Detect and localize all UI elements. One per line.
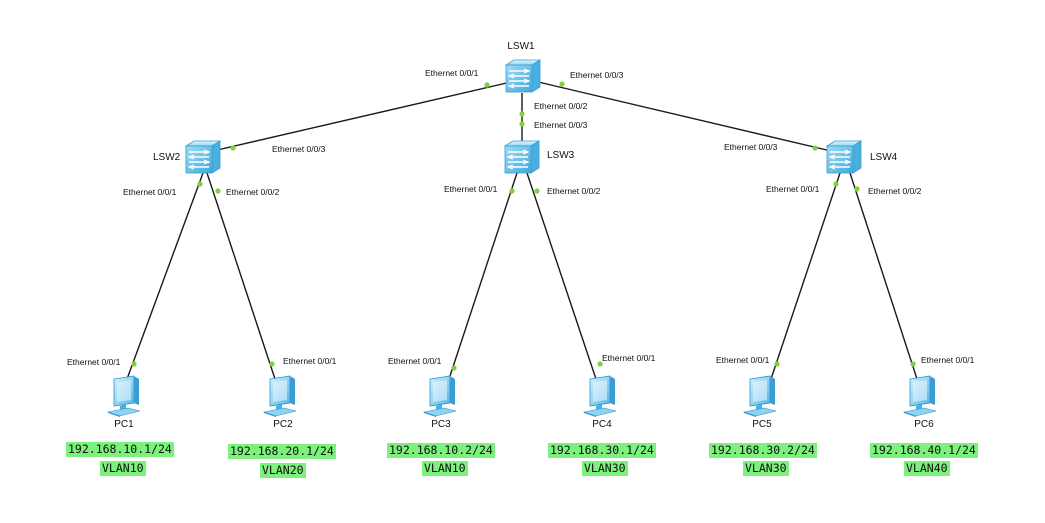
port-dot	[534, 188, 540, 194]
port-label-a-lsw2-pc2: Ethernet 0/0/2	[226, 187, 280, 197]
port-label-a-lsw4-pc6: Ethernet 0/0/2	[868, 186, 922, 196]
switch-icon-lsw1[interactable]	[505, 59, 541, 93]
switch-label-lsw2: LSW2	[153, 152, 181, 163]
ip-address-label-pc3: 192.168.10.2/24	[387, 443, 495, 458]
pc-icon-pc5[interactable]	[743, 375, 777, 417]
port-label-b-lsw1-lsw2: Ethernet 0/0/3	[272, 144, 326, 154]
switch-icon-lsw4[interactable]	[826, 140, 862, 174]
port-dot	[519, 121, 525, 127]
port-label-b-lsw1-lsw3: Ethernet 0/0/3	[534, 120, 588, 130]
port-label-a-lsw3-pc3: Ethernet 0/0/1	[444, 184, 498, 194]
pc-label-pc3: PC3	[431, 419, 451, 430]
pc-icon-pc4[interactable]	[583, 375, 617, 417]
port-dot	[833, 181, 839, 187]
port-label-b-lsw1-lsw4: Ethernet 0/0/3	[724, 142, 778, 152]
port-dot	[197, 181, 203, 187]
vlan-label-pc2: VLAN20	[260, 463, 306, 478]
pc-label-pc5: PC5	[752, 419, 772, 430]
link-lsw2-pc1[interactable]	[126, 172, 204, 380]
port-label-b-lsw3-pc4: Ethernet 0/0/1	[602, 353, 656, 363]
pc-label-pc1: PC1	[114, 419, 134, 430]
link-lsw1-lsw2[interactable]	[212, 81, 512, 152]
port-dot	[509, 188, 515, 194]
switch-icon-lsw3[interactable]	[504, 140, 540, 174]
port-dot	[215, 188, 221, 194]
link-lsw3-pc3[interactable]	[448, 172, 518, 380]
port-dot	[519, 111, 525, 117]
port-label-a-lsw4-pc5: Ethernet 0/0/1	[766, 184, 820, 194]
port-dot	[597, 361, 603, 367]
switch-label-lsw3: LSW3	[547, 150, 575, 161]
port-dot	[910, 361, 916, 367]
port-dot	[131, 361, 137, 367]
pc-icon-pc2[interactable]	[263, 375, 297, 417]
port-dot	[451, 365, 457, 371]
switch-icon-lsw2[interactable]	[185, 140, 221, 174]
link-lsw4-pc6[interactable]	[849, 172, 918, 380]
port-dot	[269, 361, 275, 367]
link-lsw2-pc2[interactable]	[206, 172, 276, 380]
pc-label-pc2: PC2	[273, 419, 293, 430]
ip-address-label-pc5: 192.168.30.2/24	[709, 443, 817, 458]
pc-icon-pc1[interactable]	[107, 375, 141, 417]
port-label-b-lsw4-pc6: Ethernet 0/0/1	[921, 355, 975, 365]
switch-label-lsw4: LSW4	[870, 152, 898, 163]
port-dot	[854, 186, 860, 192]
vlan-label-pc6: VLAN40	[904, 461, 950, 476]
port-label-a-lsw1-lsw2: Ethernet 0/0/1	[425, 68, 479, 78]
pc-icon-pc6[interactable]	[903, 375, 937, 417]
ip-address-label-pc2: 192.168.20.1/24	[228, 444, 336, 459]
ip-address-label-pc4: 192.168.30.1/24	[548, 443, 656, 458]
port-label-a-lsw3-pc4: Ethernet 0/0/2	[547, 186, 601, 196]
ip-address-label-pc6: 192.168.40.1/24	[870, 443, 978, 458]
port-label-b-lsw2-pc2: Ethernet 0/0/1	[283, 356, 337, 366]
port-dot	[230, 145, 236, 151]
switch-label-lsw1: LSW1	[507, 41, 535, 52]
port-dot	[774, 361, 780, 367]
port-label-a-lsw1-lsw4: Ethernet 0/0/3	[570, 70, 624, 80]
vlan-label-pc4: VLAN30	[582, 461, 628, 476]
link-lsw3-pc4[interactable]	[526, 172, 597, 380]
vlan-label-pc1: VLAN10	[100, 461, 146, 476]
vlan-label-pc5: VLAN30	[743, 461, 789, 476]
port-label-b-lsw3-pc3: Ethernet 0/0/1	[388, 356, 442, 366]
port-dot	[484, 82, 490, 88]
port-label-a-lsw1-lsw3: Ethernet 0/0/2	[534, 101, 588, 111]
link-lsw1-lsw4[interactable]	[533, 80, 832, 152]
port-label-b-lsw2-pc1: Ethernet 0/0/1	[67, 357, 121, 367]
port-dot	[812, 145, 818, 151]
ip-address-label-pc1: 192.168.10.1/24	[66, 442, 174, 457]
vlan-label-pc3: VLAN10	[422, 461, 468, 476]
pc-icon-pc3[interactable]	[423, 375, 457, 417]
pc-label-pc4: PC4	[592, 419, 612, 430]
port-label-a-lsw2-pc1: Ethernet 0/0/1	[123, 187, 177, 197]
port-dot	[559, 81, 565, 87]
pc-label-pc6: PC6	[914, 419, 934, 430]
link-lsw4-pc5[interactable]	[770, 172, 841, 380]
port-label-b-lsw4-pc5: Ethernet 0/0/1	[716, 355, 770, 365]
